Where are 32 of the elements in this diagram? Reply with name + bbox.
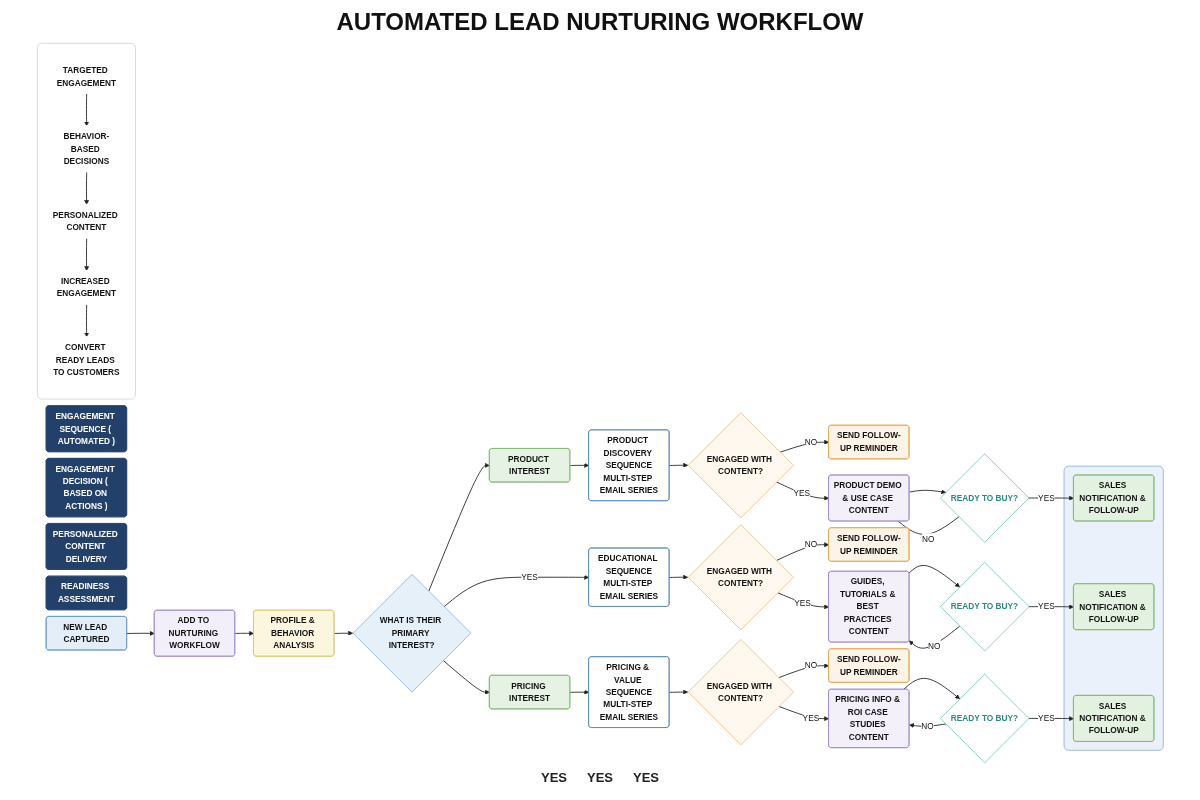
node-text: PERSONALIZED CONTENT xyxy=(52,209,118,232)
connector xyxy=(897,516,960,535)
diagram-title: AUTOMATED LEAD NURTURING WORKFLOW xyxy=(336,8,864,36)
node-diamond: READY TO BUY? xyxy=(939,453,1029,543)
node-diamond: ENGAGED WITH CONTENT? xyxy=(687,524,794,631)
node-text: INCREASED ENGAGEMENT xyxy=(56,276,116,298)
node-diamond: WHAT IS THEIR PRIMARY INTEREST? xyxy=(352,574,471,693)
edge-label: YES xyxy=(802,713,819,723)
node-text: BEHAVIOR-BASED DECISIONS xyxy=(63,131,109,166)
edge-label: NO xyxy=(921,721,934,731)
cluster xyxy=(36,42,136,400)
edge-label: YES xyxy=(793,488,810,499)
label-text: YES xyxy=(540,770,567,785)
edge-label: NO xyxy=(927,641,941,651)
node-diamond: READY TO BUY? xyxy=(939,673,1029,763)
node-diamond: ENGAGED WITH CONTENT? xyxy=(687,639,794,746)
edge-label: NO xyxy=(804,539,817,549)
edge-label: YES xyxy=(1037,601,1055,611)
edge-label: NO xyxy=(804,436,817,447)
label-text: YES xyxy=(633,770,659,785)
edge-label: YES xyxy=(793,598,811,608)
edge-label: NO xyxy=(921,534,935,544)
cluster xyxy=(1063,465,1164,751)
node-text: TARGETED ENGAGEMENT xyxy=(56,65,116,87)
node-diamond: READY TO BUY? xyxy=(939,562,1029,652)
node-diamond: ENGAGED WITH CONTENT? xyxy=(687,412,794,519)
edge-label: YES xyxy=(1037,713,1055,723)
label-text: YES xyxy=(587,770,613,785)
edge-label: YES xyxy=(1037,492,1055,503)
edge-label: NO xyxy=(804,660,817,670)
node-text: CONVERT READY LEADS TO CUSTOMERS xyxy=(52,342,120,377)
edge-label: YES xyxy=(520,572,538,582)
